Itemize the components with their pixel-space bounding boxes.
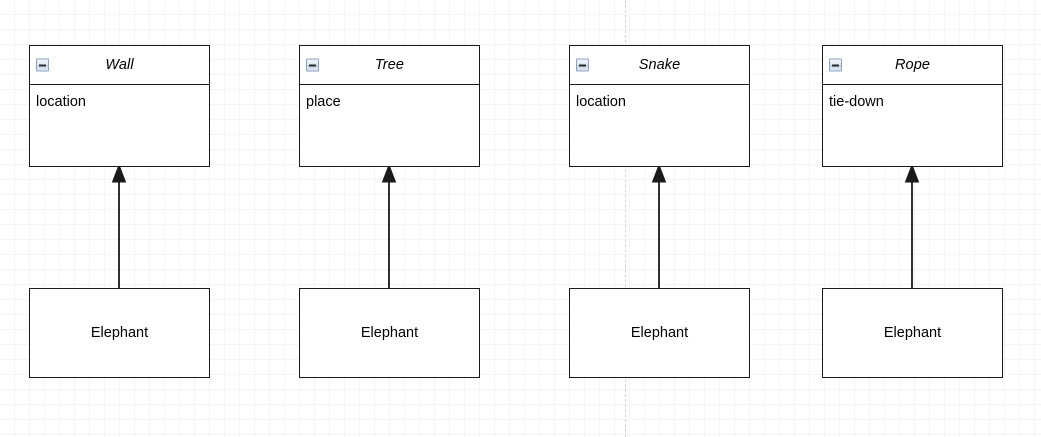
entity-box-elephant-rope[interactable]: Elephant	[822, 288, 1003, 378]
generalization-connector-tree[interactable]	[374, 160, 404, 295]
class-box-wall[interactable]: Wall location	[29, 45, 210, 167]
class-attributes-snake: location	[570, 85, 749, 166]
class-attributes-wall: location	[30, 85, 209, 166]
entity-box-elephant-snake[interactable]: Elephant	[569, 288, 750, 378]
class-header-tree: Tree	[300, 46, 479, 85]
entity-box-elephant-wall[interactable]: Elephant	[29, 288, 210, 378]
class-box-tree[interactable]: Tree place	[299, 45, 480, 167]
class-attributes-rope: tie-down	[823, 85, 1002, 166]
class-name-label: Tree	[374, 56, 405, 73]
minus-icon[interactable]	[829, 58, 842, 72]
arrowhead-triangle	[111, 163, 127, 183]
class-name-label: Rope	[894, 56, 931, 73]
minus-icon[interactable]	[36, 58, 49, 72]
class-header-rope: Rope	[823, 46, 1002, 85]
minus-icon-bar	[39, 64, 46, 66]
generalization-connector-snake[interactable]	[644, 160, 674, 295]
generalization-connector-rope[interactable]	[897, 160, 927, 295]
attribute-row: location	[576, 94, 626, 110]
arrowhead-triangle	[904, 163, 920, 183]
entity-box-elephant-tree[interactable]: Elephant	[299, 288, 480, 378]
class-header-wall: Wall	[30, 46, 209, 85]
arrowhead-triangle	[381, 163, 397, 183]
entity-name-label: Elephant	[883, 324, 942, 341]
attribute-row: tie-down	[829, 94, 884, 110]
class-box-snake[interactable]: Snake location	[569, 45, 750, 167]
minus-icon-bar	[832, 64, 839, 66]
minus-icon-bar	[309, 64, 316, 66]
class-name-label: Wall	[105, 56, 134, 73]
minus-icon[interactable]	[576, 58, 589, 72]
class-box-rope[interactable]: Rope tie-down	[822, 45, 1003, 167]
entity-name-label: Elephant	[90, 324, 149, 341]
class-header-snake: Snake	[570, 46, 749, 85]
entity-name-label: Elephant	[360, 324, 419, 341]
minus-icon-bar	[579, 64, 586, 66]
generalization-connector-wall[interactable]	[104, 160, 134, 295]
entity-name-label: Elephant	[630, 324, 689, 341]
class-attributes-tree: place	[300, 85, 479, 166]
attribute-row: place	[306, 94, 341, 110]
page-break-guide	[625, 0, 626, 437]
attribute-row: location	[36, 94, 86, 110]
minus-icon[interactable]	[306, 58, 319, 72]
class-name-label: Snake	[638, 56, 681, 73]
arrowhead-triangle	[651, 163, 667, 183]
